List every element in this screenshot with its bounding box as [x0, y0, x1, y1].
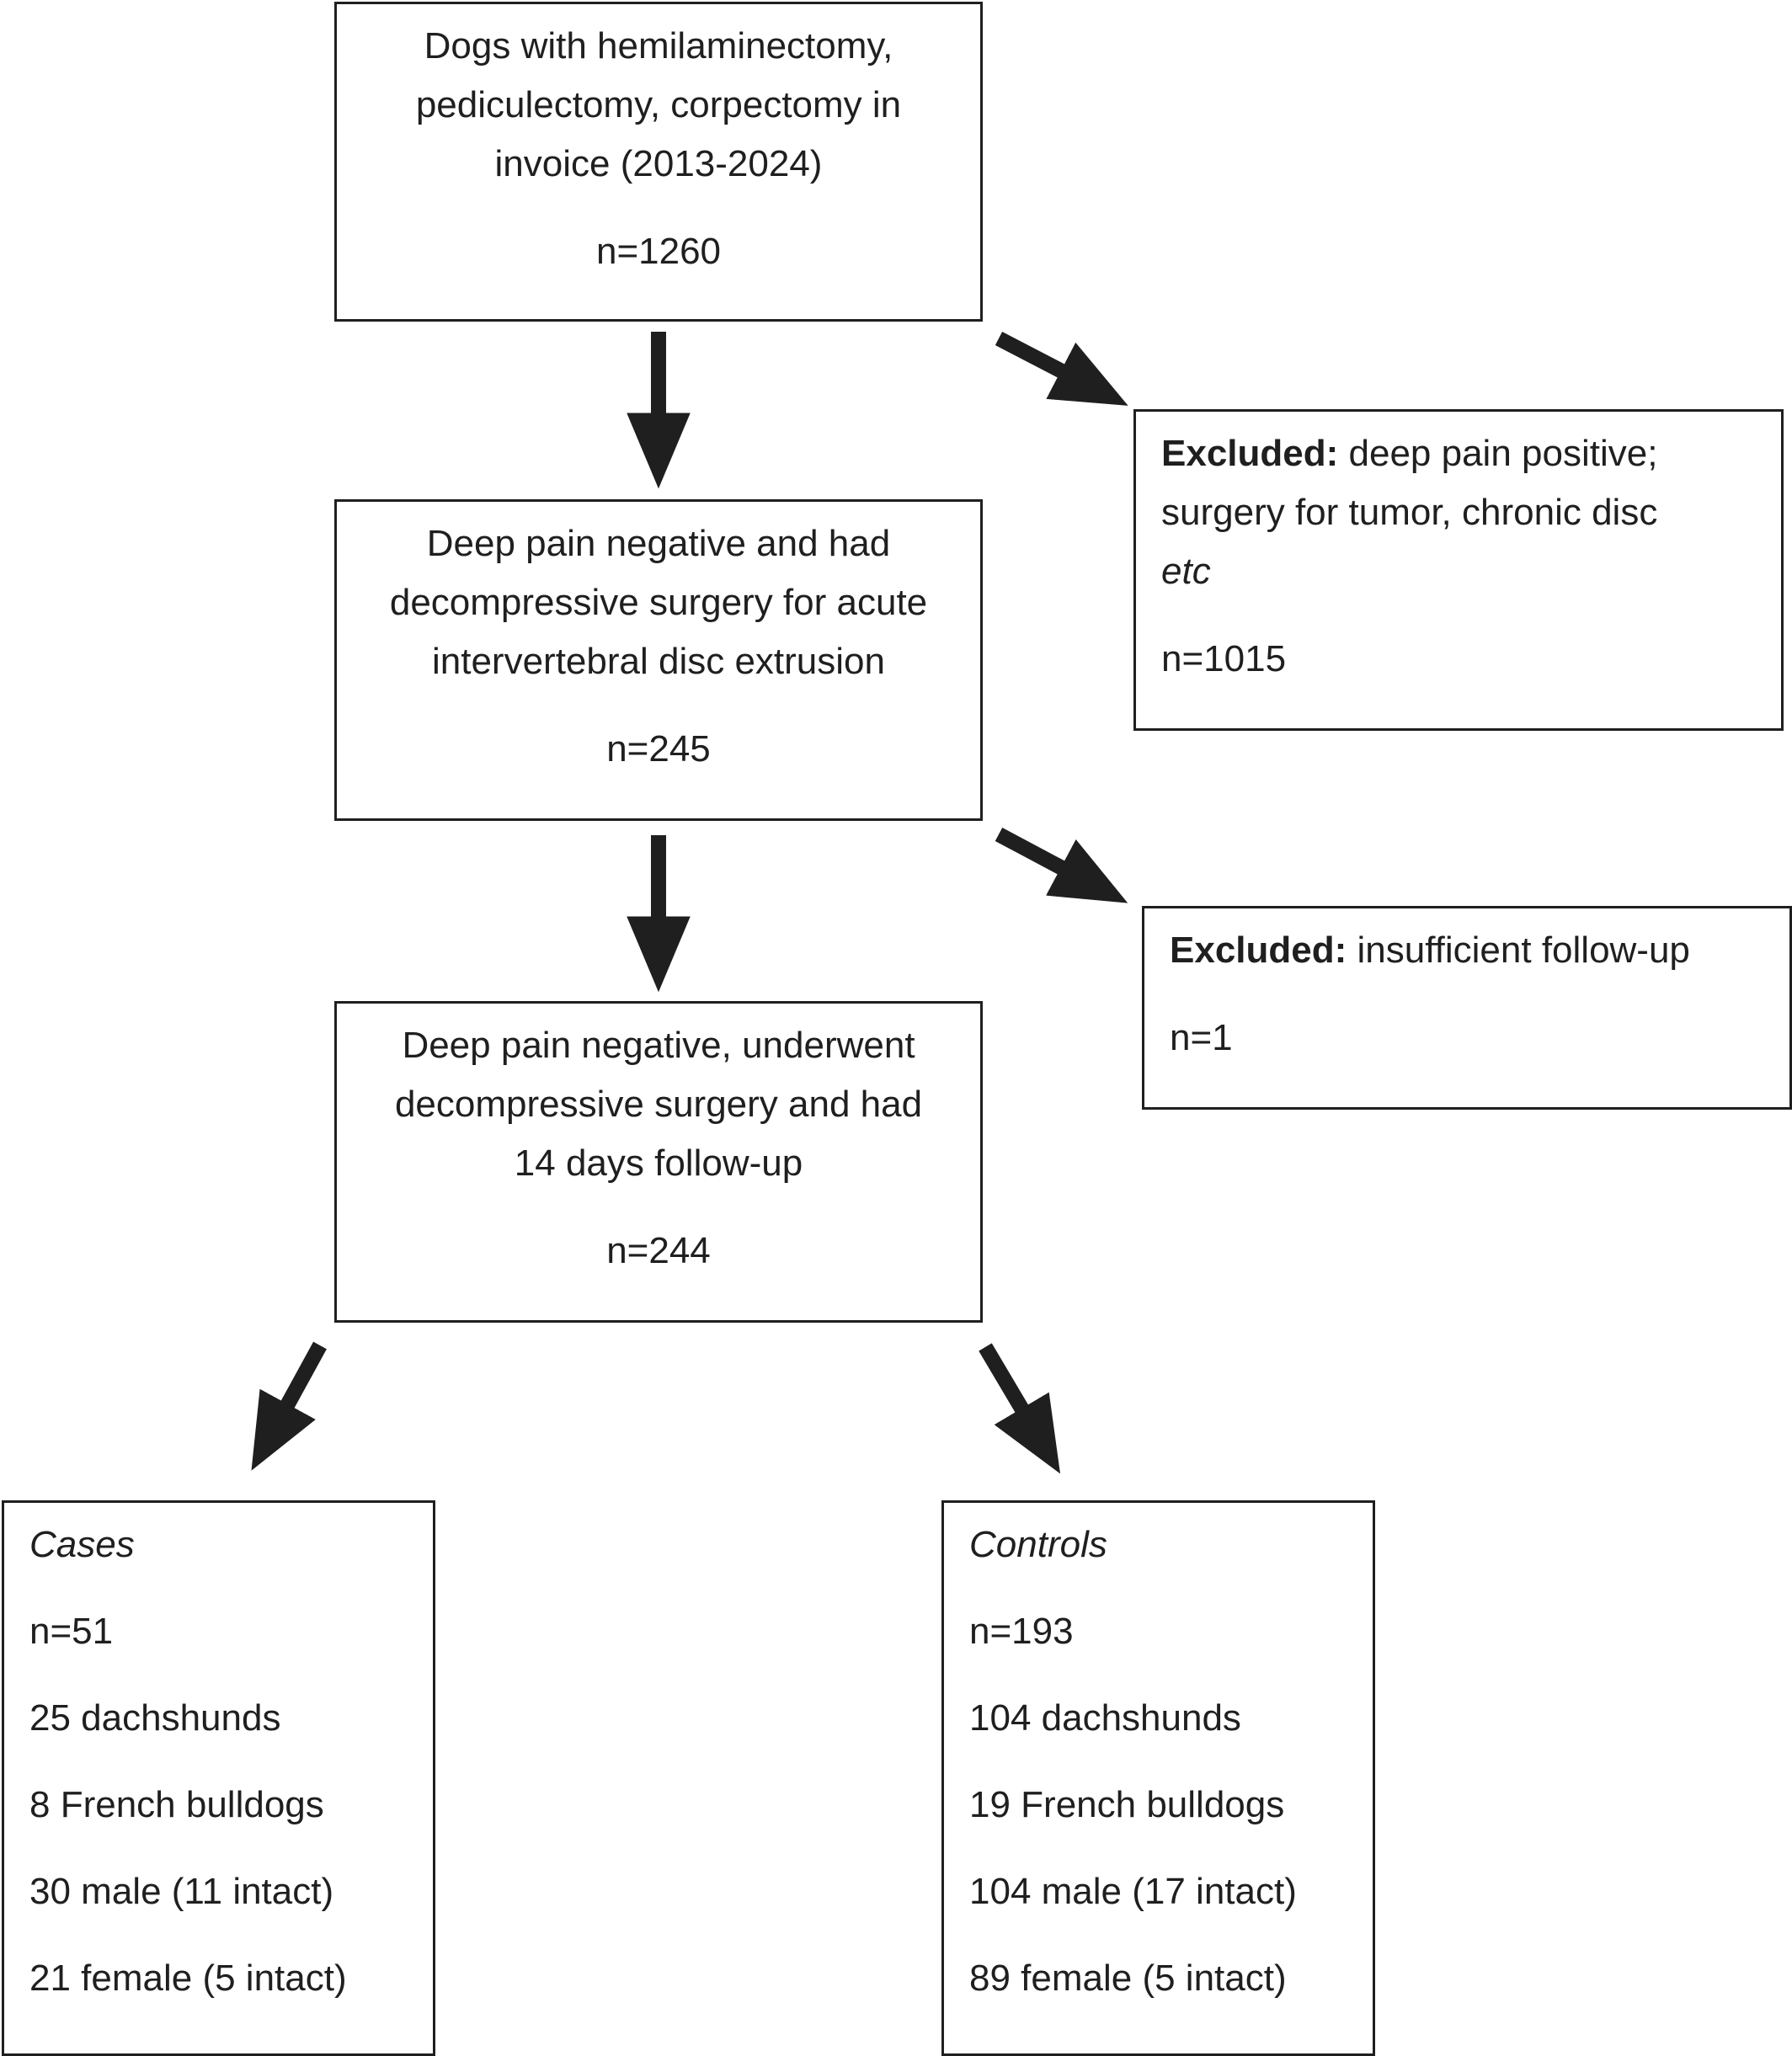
- box-controls: Controls n=193 104 dachshunds 19 French …: [941, 1500, 1375, 2056]
- cases-item: 21 female (5 intact): [29, 1957, 347, 1999]
- box-initial-line-1: Dogs with hemilaminectomy,: [424, 25, 893, 67]
- box-initial-line-2: pediculectomy, corpectomy in: [415, 84, 902, 125]
- excluded-1-label: Excluded:: [1161, 433, 1339, 474]
- arrow-to-controls: [979, 1343, 1061, 1474]
- controls-item: n=193: [969, 1611, 1074, 1652]
- box-dpn-line-2: decompressive surgery for acute: [389, 582, 928, 623]
- box-followup-line-1: Deep pain negative, underwent: [402, 1025, 915, 1066]
- excluded-2-line-1: Excluded: insufficient follow-up: [1170, 921, 1789, 980]
- box-followup-line-3: 14 days follow-up: [514, 1143, 803, 1184]
- box-followup-count: n=244: [606, 1230, 711, 1271]
- arrow-to-excluded-1: [995, 332, 1128, 406]
- cases-title: Cases: [29, 1524, 135, 1565]
- box-dpn-count: n=245: [606, 728, 711, 770]
- box-followup-line-2: decompressive surgery and had: [394, 1084, 923, 1125]
- cases-item: n=51: [29, 1611, 114, 1652]
- controls-item: 19 French bulldogs: [969, 1784, 1285, 1825]
- controls-item: 104 male (17 intact): [969, 1871, 1297, 1912]
- excluded-1-reason: deep pain positive;: [1338, 433, 1658, 474]
- arrow-to-excluded-2: [995, 828, 1128, 903]
- controls-item: 89 female (5 intact): [969, 1957, 1287, 1999]
- box-dpn-line-3: intervertebral disc extrusion: [431, 641, 885, 682]
- cases-item: 25 dachshunds: [29, 1697, 281, 1739]
- box-excluded-1: Excluded: deep pain positive; surgery fo…: [1133, 409, 1784, 731]
- controls-item: 104 dachshunds: [969, 1697, 1241, 1739]
- box-cases: Cases n=51 25 dachshunds 8 French bulldo…: [2, 1500, 435, 2056]
- excluded-1-line-2: surgery for tumor, chronic disc: [1161, 492, 1658, 533]
- cases-item: 8 French bulldogs: [29, 1784, 324, 1825]
- excluded-1-line-1: Excluded: deep pain positive;: [1161, 424, 1781, 483]
- excluded-2-reason: insufficient follow-up: [1347, 929, 1690, 971]
- excluded-2-count: n=1: [1170, 1017, 1233, 1058]
- cases-item: 30 male (11 intact): [29, 1871, 334, 1912]
- excluded-1-count: n=1015: [1161, 638, 1287, 679]
- controls-title: Controls: [969, 1524, 1107, 1565]
- box-dpn-line-1: Deep pain negative and had: [426, 523, 891, 564]
- arrow-to-cases: [251, 1341, 327, 1471]
- box-initial-count: n=1260: [595, 231, 722, 272]
- box-initial-line-3: invoice (2013-2024): [494, 143, 823, 184]
- box-follow-up: Deep pain negative, underwent decompress…: [334, 1001, 983, 1323]
- excluded-2-label: Excluded:: [1170, 929, 1347, 971]
- box-deep-pain-negative: Deep pain negative and had decompressive…: [334, 499, 983, 821]
- box-excluded-2: Excluded: insufficient follow-up n=1: [1142, 906, 1792, 1110]
- excluded-1-line-3: etc: [1161, 551, 1211, 592]
- box-initial-population: Dogs with hemilaminectomy, pediculectomy…: [334, 2, 983, 322]
